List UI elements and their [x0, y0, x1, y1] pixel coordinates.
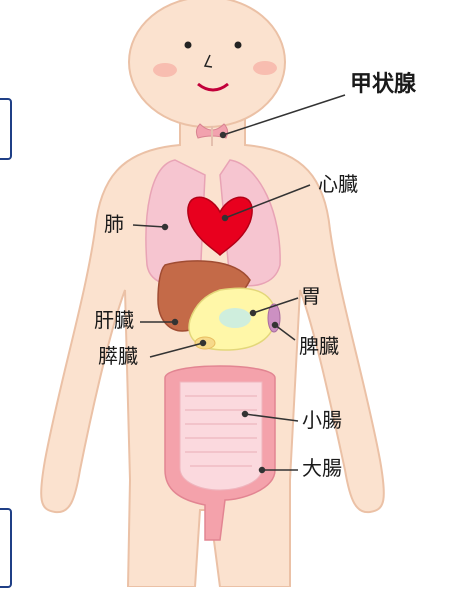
stomach-inner: [219, 308, 251, 328]
trachea: [211, 126, 213, 146]
label-spleen: 脾臓: [299, 336, 339, 356]
side-tab-bottom[interactable]: [0, 508, 12, 588]
label-small-intestine: 小腸: [302, 410, 342, 430]
right-cheek: [253, 61, 277, 75]
head: [129, 0, 285, 127]
left-cheek: [153, 63, 177, 77]
label-liver: 肝臓: [94, 310, 134, 330]
label-lung: 肺: [104, 214, 124, 234]
right-eye: [235, 42, 242, 49]
left-eye: [185, 42, 192, 49]
label-thyroid: 甲状腺: [350, 74, 416, 96]
label-large-intestine: 大腸: [302, 458, 342, 478]
label-heart: 心臓: [318, 174, 358, 194]
label-pancreas: 膵臓: [98, 346, 138, 366]
side-tab-top[interactable]: [0, 98, 12, 160]
small-intestine-shape: [180, 382, 262, 490]
label-stomach: 胃: [301, 286, 321, 306]
